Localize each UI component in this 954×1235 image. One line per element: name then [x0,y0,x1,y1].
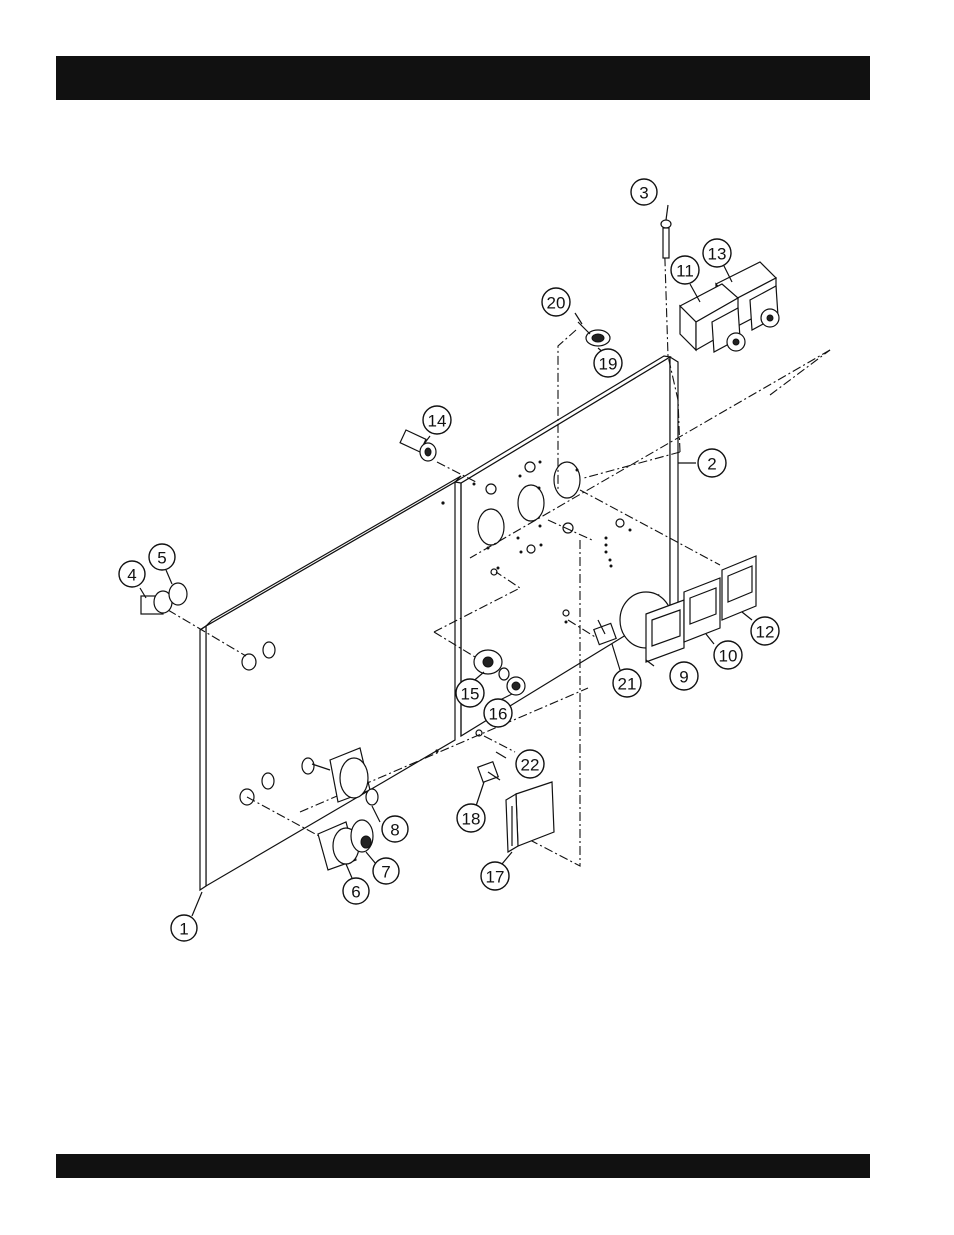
callout-7: 7 [373,858,399,884]
svg-text:9: 9 [679,668,688,687]
callout-16: 16 [484,699,512,727]
callout-8: 8 [382,816,408,842]
callout-20: 20 [542,288,570,316]
svg-text:14: 14 [428,412,447,431]
callout-4: 4 [119,561,145,587]
part-rod-3 [661,220,671,258]
callout-19: 19 [594,349,622,377]
part-board-17 [506,782,554,852]
part-lamp-19-20 [578,322,610,346]
svg-text:5: 5 [157,549,166,568]
callout-5: 5 [149,544,175,570]
svg-text:13: 13 [708,245,727,264]
svg-text:8: 8 [390,821,399,840]
svg-text:21: 21 [618,675,637,694]
callout-14: 14 [423,406,451,434]
callout-9: 9 [670,662,698,690]
callout-1: 1 [171,915,197,941]
svg-text:22: 22 [521,756,540,775]
part-toggle-18 [478,762,500,783]
svg-text:19: 19 [599,355,618,374]
callout-2: 2 [698,449,726,477]
svg-text:11: 11 [676,262,694,281]
callout-12: 12 [751,617,779,645]
rear-panel [455,356,678,736]
callout-22: 22 [516,750,544,778]
svg-text:3: 3 [639,184,648,203]
callout-13: 13 [703,239,731,267]
callout-21: 21 [613,669,641,697]
svg-text:7: 7 [381,863,390,882]
svg-text:15: 15 [461,685,480,704]
callout-6: 6 [343,878,369,904]
front-panel [200,476,461,890]
svg-text:20: 20 [547,294,566,313]
part-lamp-4-5 [141,583,187,614]
part-lamp-6-7 [318,820,373,870]
part-connector-14 [400,430,436,461]
svg-text:1: 1 [179,920,188,939]
svg-text:10: 10 [719,647,738,666]
callout-15: 15 [456,679,484,707]
callout-10: 10 [714,641,742,669]
callout-18: 18 [457,804,485,832]
svg-text:16: 16 [489,705,508,724]
svg-text:4: 4 [127,566,136,585]
part-button-16 [507,677,525,695]
callout-17: 17 [481,862,509,890]
svg-text:6: 6 [351,883,360,902]
svg-text:2: 2 [707,455,716,474]
svg-text:12: 12 [756,623,775,642]
svg-text:18: 18 [462,810,481,829]
callout-3: 3 [631,179,657,205]
svg-text:17: 17 [486,868,505,887]
callout-11: 11 [671,256,699,284]
